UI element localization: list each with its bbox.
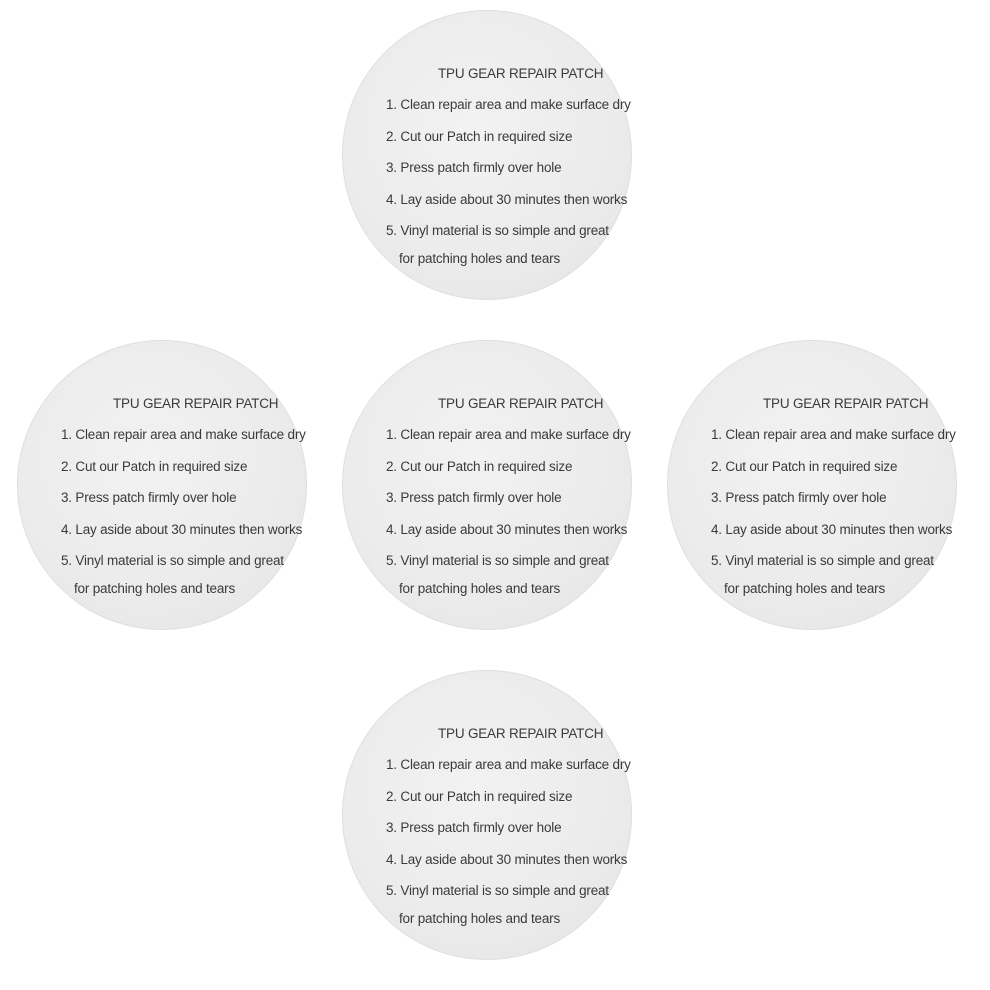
patch-step-5: 5. Vinyl material is so simple and great <box>61 553 284 568</box>
repair-patch-left: TPU GEAR REPAIR PATCH 1. Clean repair ar… <box>17 340 307 630</box>
patch-step-2: 2. Cut our Patch in required size <box>386 788 573 804</box>
patch-step-5-continued: for patching holes and tears <box>399 911 561 926</box>
patch-step-5-continued: for patching holes and tears <box>399 581 561 596</box>
repair-patch-right: TPU GEAR REPAIR PATCH 1. Clean repair ar… <box>667 340 957 630</box>
patch-step-4: 4. Lay aside about 30 minutes then works <box>386 521 628 537</box>
patch-step-5: 5. Vinyl material is so simple and great <box>386 553 609 568</box>
patch-step-3: 3. Press patch firmly over hole <box>386 490 562 505</box>
patch-step-4: 4. Lay aside about 30 minutes then works <box>386 851 628 867</box>
patch-step-1: 1. Clean repair area and make surface dr… <box>386 97 631 112</box>
patch-step-5-continued: for patching holes and tears <box>74 581 236 596</box>
patch-step-1: 1. Clean repair area and make surface dr… <box>386 757 631 772</box>
patch-step-1: 1. Clean repair area and make surface dr… <box>61 427 306 442</box>
patch-step-4: 4. Lay aside about 30 minutes then works <box>61 521 303 537</box>
patch-step-5-continued: for patching holes and tears <box>399 251 561 266</box>
patch-title: TPU GEAR REPAIR PATCH <box>763 396 929 411</box>
patch-step-3: 3. Press patch firmly over hole <box>386 820 562 835</box>
patch-step-3: 3. Press patch firmly over hole <box>61 490 237 505</box>
repair-patch-top: TPU GEAR REPAIR PATCH 1. Clean repair ar… <box>342 10 632 300</box>
patch-step-3: 3. Press patch firmly over hole <box>711 490 887 505</box>
patch-title: TPU GEAR REPAIR PATCH <box>113 396 279 411</box>
patch-label: TPU GEAR REPAIR PATCH 1. Clean repair ar… <box>61 394 306 599</box>
patch-step-5: 5. Vinyl material is so simple and great <box>386 883 609 898</box>
patch-step-2: 2. Cut our Patch in required size <box>711 458 898 474</box>
patch-step-4: 4. Lay aside about 30 minutes then works <box>386 191 628 207</box>
patch-label: TPU GEAR REPAIR PATCH 1. Clean repair ar… <box>386 394 631 599</box>
patch-step-1: 1. Clean repair area and make surface dr… <box>711 427 956 442</box>
patch-step-1: 1. Clean repair area and make surface dr… <box>386 427 631 442</box>
patch-title: TPU GEAR REPAIR PATCH <box>438 726 604 741</box>
patch-label: TPU GEAR REPAIR PATCH 1. Clean repair ar… <box>386 724 631 929</box>
patch-step-4: 4. Lay aside about 30 minutes then works <box>711 521 953 537</box>
repair-patch-center: TPU GEAR REPAIR PATCH 1. Clean repair ar… <box>342 340 632 630</box>
patch-step-2: 2. Cut our Patch in required size <box>386 458 573 474</box>
patch-step-5: 5. Vinyl material is so simple and great <box>386 223 609 238</box>
patch-step-3: 3. Press patch firmly over hole <box>386 160 562 175</box>
patch-label: TPU GEAR REPAIR PATCH 1. Clean repair ar… <box>711 394 956 599</box>
patch-step-2: 2. Cut our Patch in required size <box>61 458 248 474</box>
patch-step-2: 2. Cut our Patch in required size <box>386 128 573 144</box>
repair-patch-bottom: TPU GEAR REPAIR PATCH 1. Clean repair ar… <box>342 670 632 960</box>
patch-label: TPU GEAR REPAIR PATCH 1. Clean repair ar… <box>386 64 631 269</box>
patch-step-5-continued: for patching holes and tears <box>724 581 886 596</box>
patch-title: TPU GEAR REPAIR PATCH <box>438 396 604 411</box>
patch-step-5: 5. Vinyl material is so simple and great <box>711 553 934 568</box>
patch-title: TPU GEAR REPAIR PATCH <box>438 66 604 81</box>
